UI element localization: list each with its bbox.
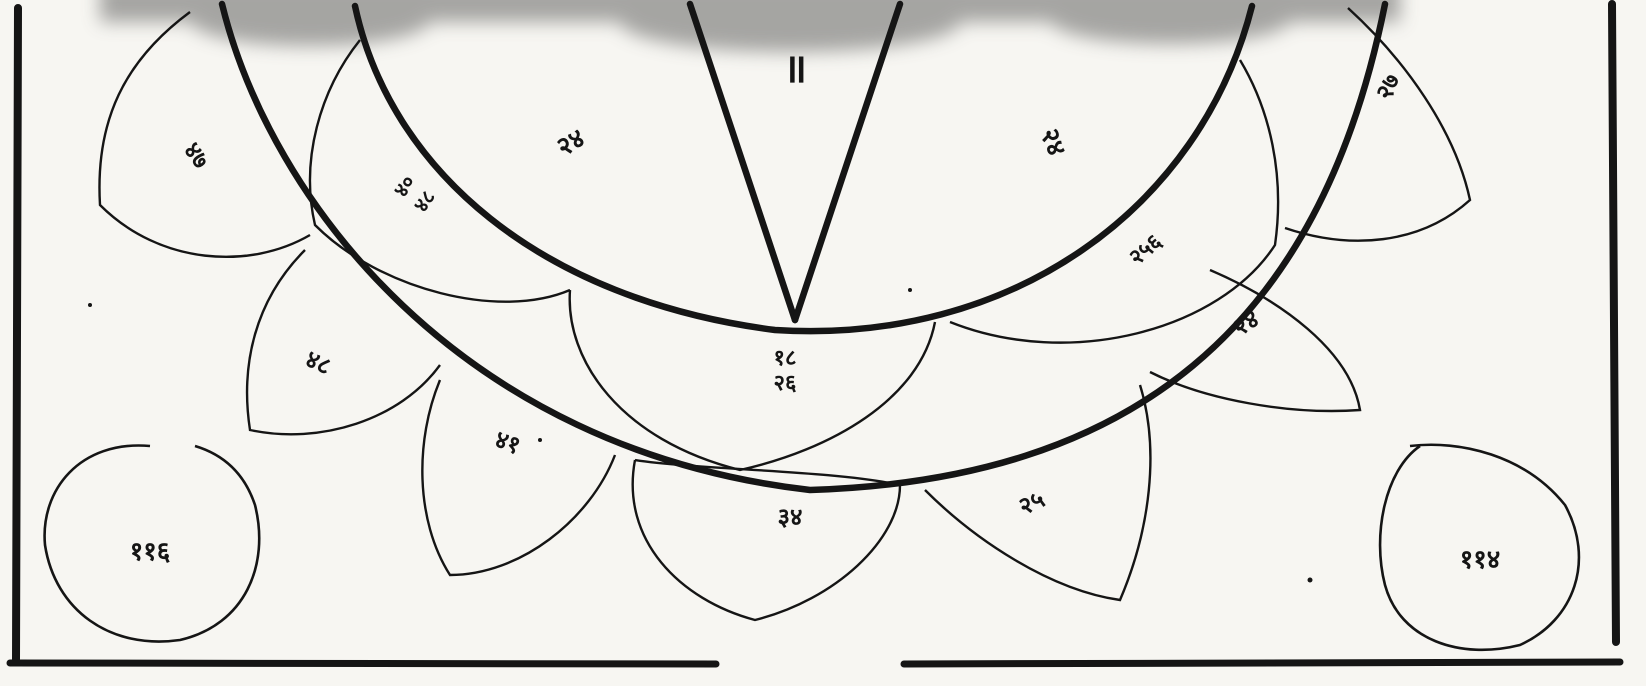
label-top-center: ॥ xyxy=(783,45,807,92)
corner-circles xyxy=(45,445,1579,650)
label-far-right-top: २७ xyxy=(1369,69,1406,104)
petal-far-left xyxy=(99,12,310,257)
petal-outer-left xyxy=(422,380,615,575)
label-circle-right: ११४ xyxy=(1460,545,1501,575)
petal-lower-left xyxy=(247,250,440,434)
label-circle-left: ११६ xyxy=(130,537,171,567)
lower-petals xyxy=(247,250,1360,620)
labels: ॥ २४ २४ ४७ ४० ४८ १८ २६ २५६ २७ ४८ २४ ४१ ३… xyxy=(130,45,1501,575)
label-mid-left-petal: ४७ xyxy=(178,137,216,174)
label-inner-left: २४ xyxy=(552,123,590,163)
label-inner-right: २४ xyxy=(1034,124,1071,160)
stray-marks xyxy=(88,288,1313,583)
label-outer-left: ४१ xyxy=(491,424,524,460)
petal-lower-right xyxy=(1150,270,1360,411)
label-lower-right-inner: २४ xyxy=(1228,304,1264,342)
top-smudge xyxy=(100,0,1400,52)
label-outer-center: ३४ xyxy=(778,502,803,531)
petal-mid-right xyxy=(950,60,1278,343)
label-outer-right: २५ xyxy=(1014,484,1049,521)
label-mid-center-top: १८ xyxy=(774,345,797,371)
label-mid-right-pair: २५६ xyxy=(1124,228,1167,270)
label-mid-center-bottom: २६ xyxy=(774,370,797,396)
label-lower-left-inner: ४८ xyxy=(301,344,336,381)
